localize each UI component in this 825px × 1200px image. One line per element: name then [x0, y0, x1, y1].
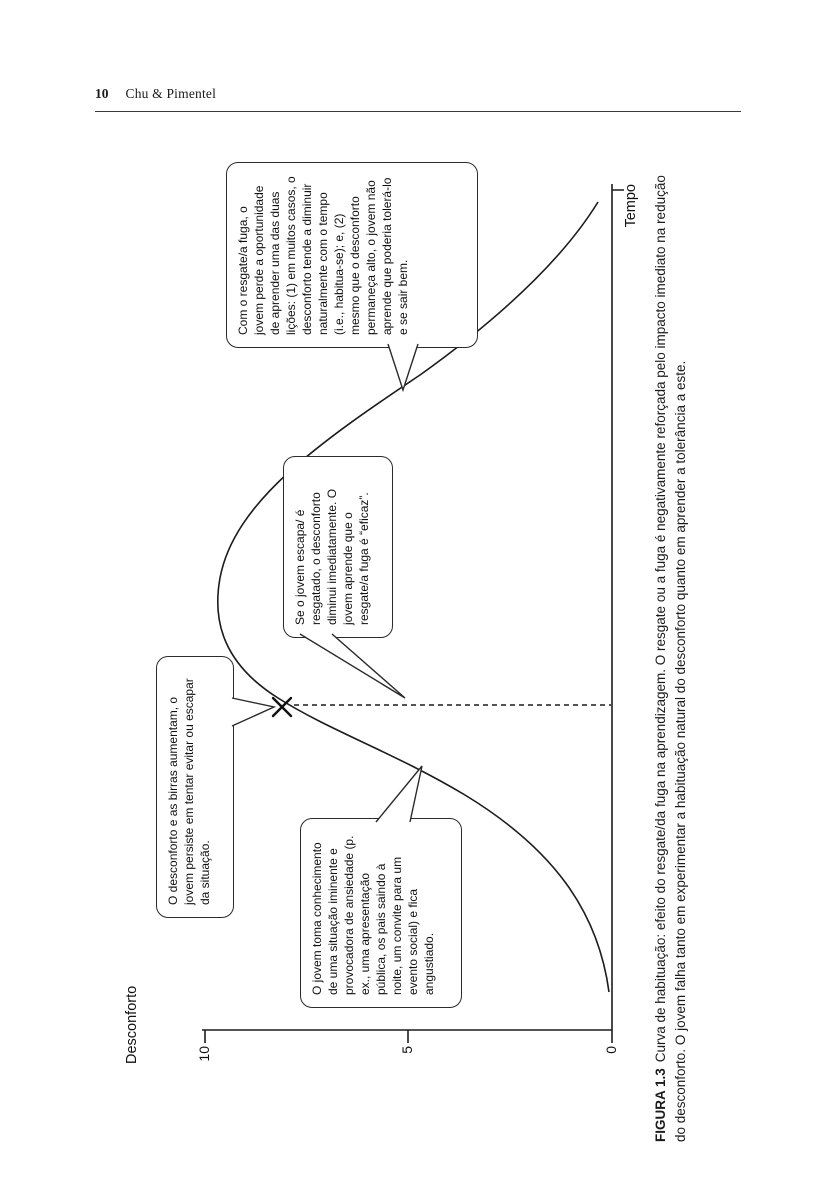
y-axis-label: Desconforto: [124, 985, 140, 1064]
figure-caption-label: FIGURA 1.3: [653, 1068, 668, 1142]
y-tick-label-5: 5: [399, 1046, 415, 1054]
speech-bubble-escalation: O desconforto e as birras aumentam, o jo…: [156, 656, 234, 918]
habituation-chart: [202, 184, 624, 1043]
page-number: 10: [95, 86, 109, 101]
speech-bubble-lost-learning: Com o resgate/a fuga, o jovem perde a op…: [226, 162, 478, 348]
x-axis-label: Tempo: [623, 184, 639, 228]
figure-caption: FIGURA 1.3Curva de habituação: efeito do…: [651, 160, 692, 1142]
running-header: 10 Chu & Pimentel: [95, 86, 216, 102]
running-title: Chu & Pimentel: [125, 86, 217, 101]
figure-1-3: Desconforto 10 5 0 Tempo O jovem toma co…: [120, 150, 745, 1150]
y-tick-label-0: 0: [603, 1046, 619, 1054]
figure-caption-text: Curva de habituação: efeito do resgate/d…: [653, 175, 689, 1142]
y-tick-label-10: 10: [196, 1046, 212, 1062]
speech-bubble-escape: Se o jovem escapa/ é resgatado, o descon…: [283, 456, 393, 638]
habituation-curve: [217, 201, 610, 993]
speech-bubble-anticipation: O jovem toma conhecimento de uma situaçã…: [300, 818, 462, 1008]
header-rule: [95, 111, 741, 112]
